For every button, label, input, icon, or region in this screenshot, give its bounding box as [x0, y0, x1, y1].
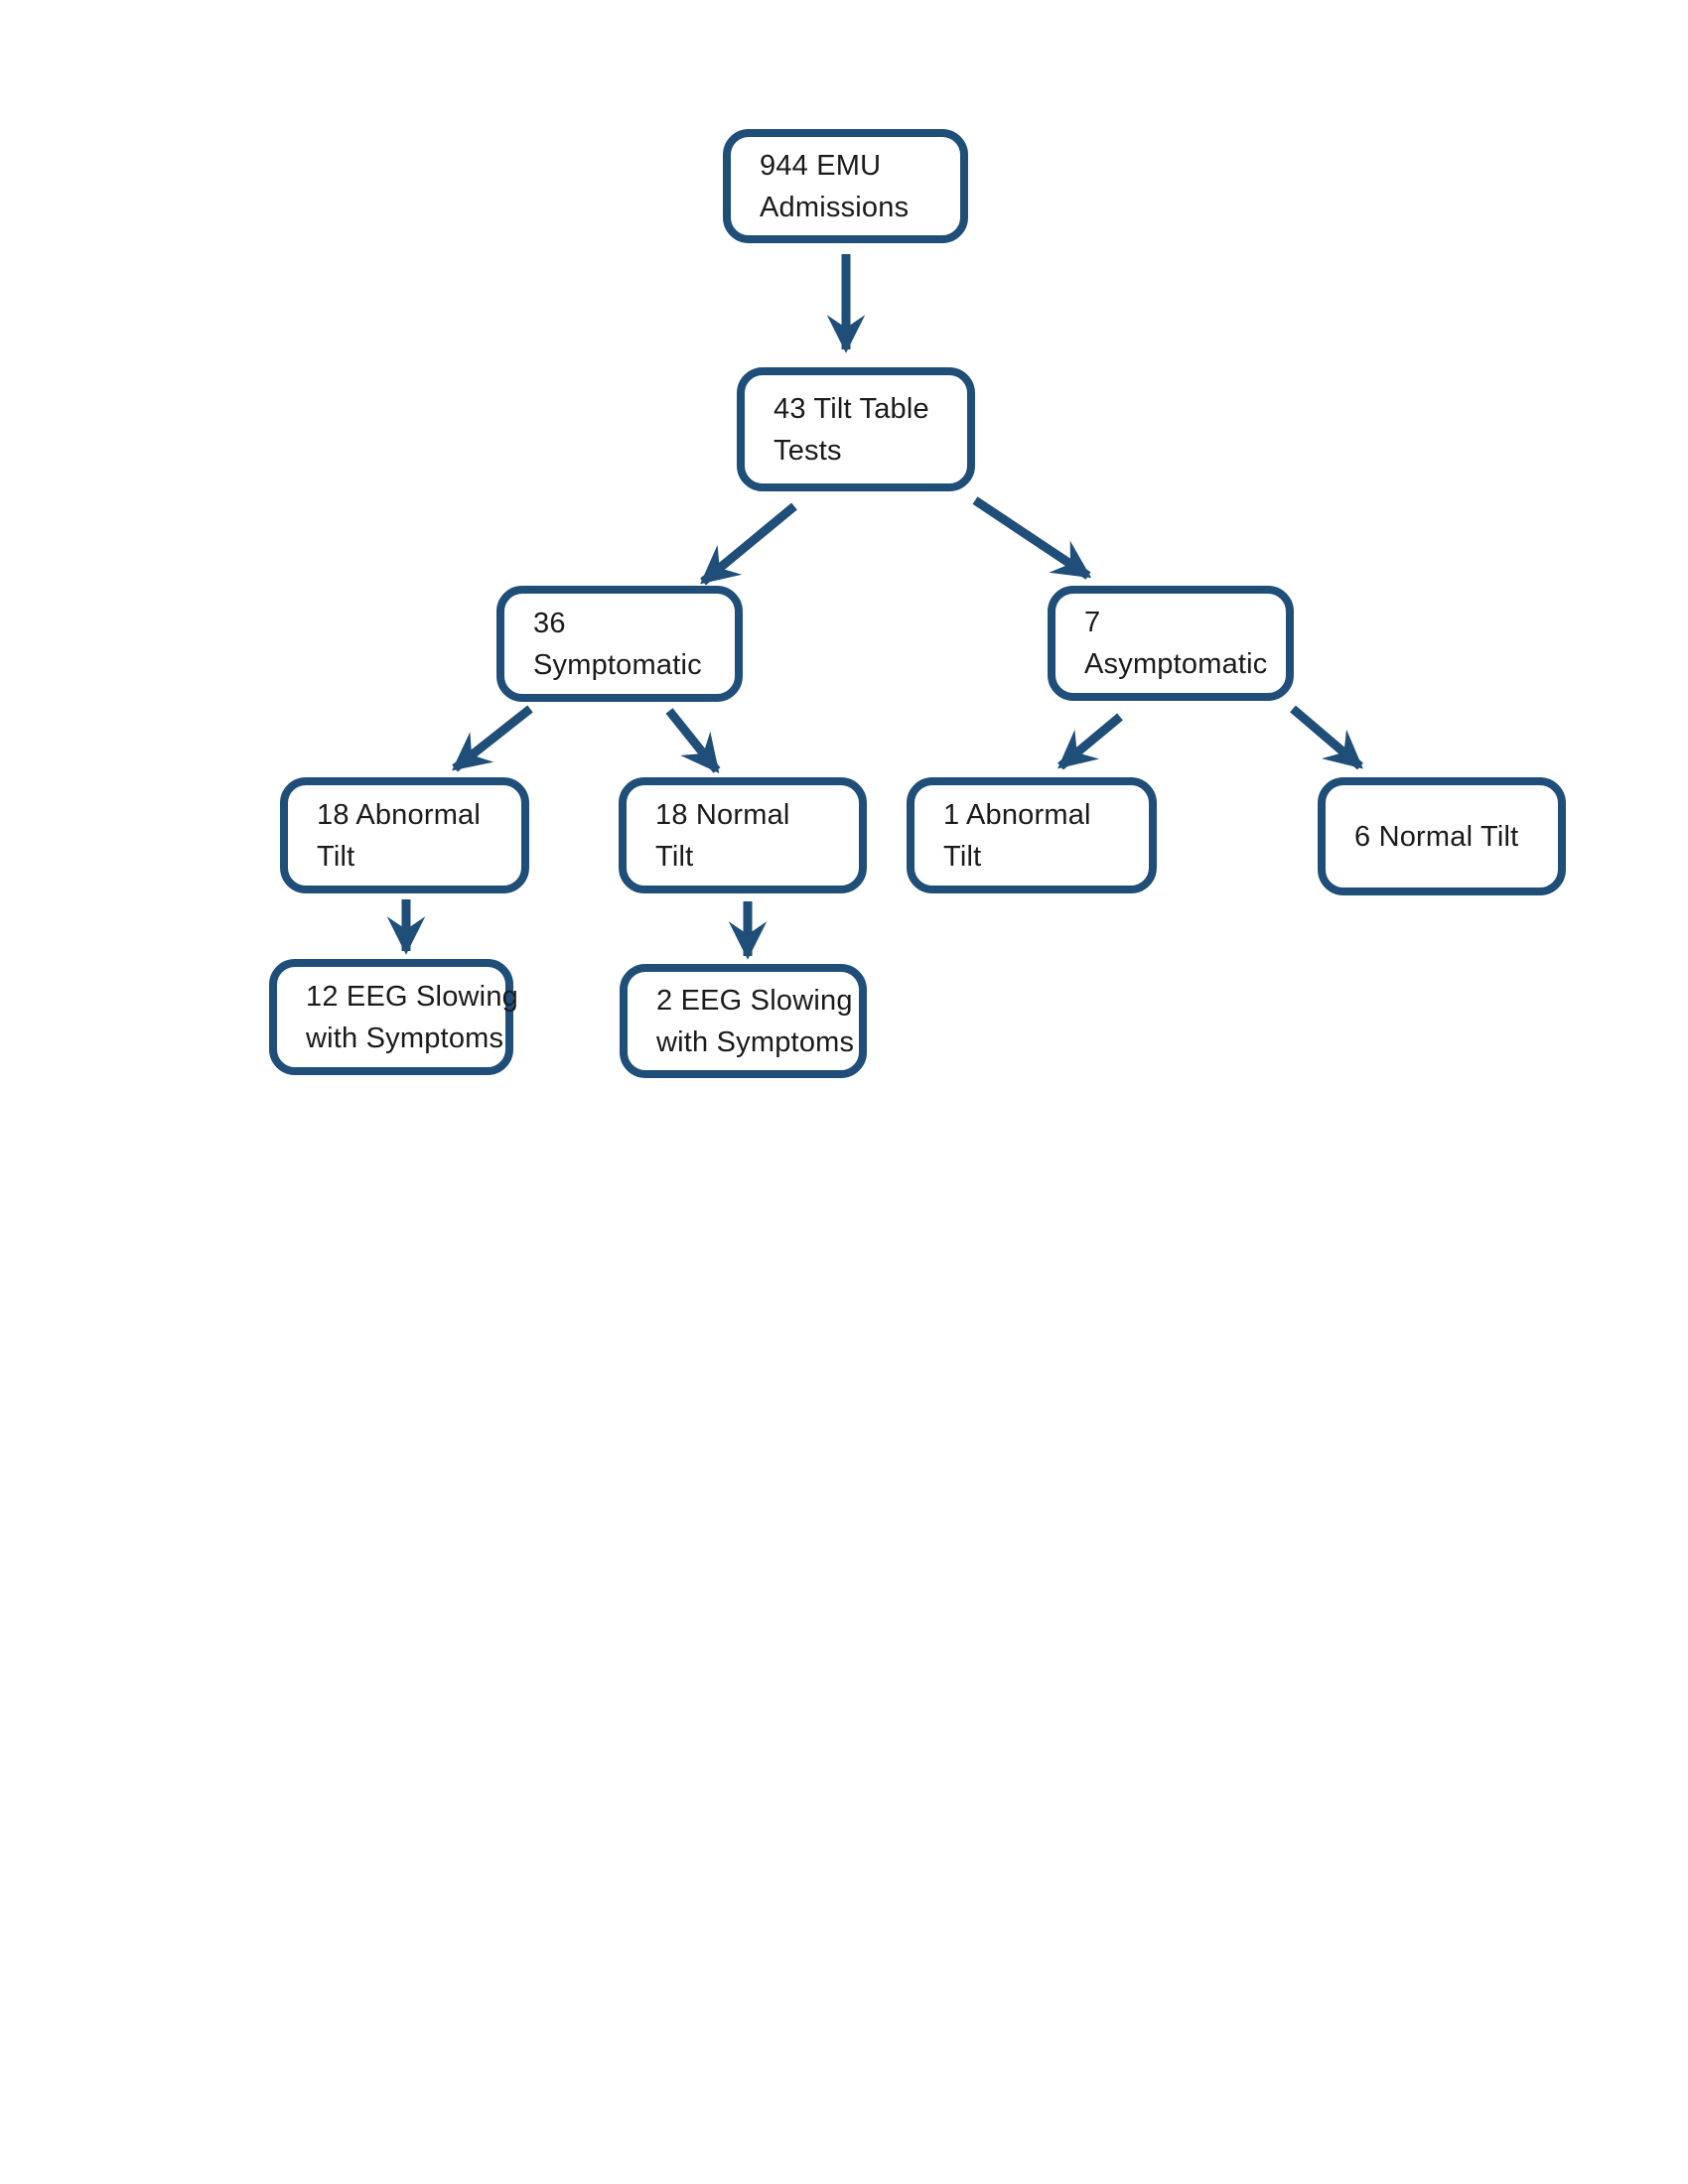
arrow-tilt-tests-to-symptomatic — [700, 502, 797, 586]
node-asymptomatic-normal-tilt-line1: 6 Normal Tilt — [1354, 820, 1519, 853]
node-emu-admissions-line2: Admissions — [760, 191, 910, 223]
node-tilt-table-tests-line2: Tests — [774, 434, 842, 467]
node-eeg-slowing-2-line1: 2 EEG Slowing — [656, 984, 853, 1017]
node-eeg-slowing-2: 2 EEG Slowing with Symptoms — [620, 964, 867, 1078]
node-symptomatic-abnormal-tilt: 18 Abnormal Tilt — [280, 777, 529, 893]
node-eeg-slowing-12-line1: 12 EEG Slowing — [306, 980, 518, 1013]
node-asymptomatic-abnormal-tilt: 1 Abnormal Tilt — [907, 777, 1157, 893]
node-symptomatic-line2: Symptomatic — [533, 648, 702, 681]
node-emu-admissions-line1: 944 EMU — [760, 149, 882, 182]
node-asymptomatic-normal-tilt: 6 Normal Tilt — [1318, 777, 1566, 895]
node-eeg-slowing-12: 12 EEG Slowing with Symptoms — [269, 959, 518, 1075]
node-symptomatic-abnormal-tilt-line1: 18 Abnormal — [317, 798, 482, 831]
node-symptomatic-normal-tilt: 18 Normal Tilt — [619, 777, 867, 893]
arrow-asymptomatic-to-normal-tilt — [1290, 705, 1363, 770]
node-tilt-table-tests-line1: 43 Tilt Table — [774, 392, 929, 425]
node-asymptomatic-line2: Asymptomatic — [1084, 648, 1268, 680]
node-eeg-slowing-12-line2: with Symptoms — [306, 1022, 504, 1054]
node-asymptomatic-abnormal-tilt-line1: 1 Abnormal — [943, 798, 1091, 831]
arrow-symptomatic-to-abnormal-tilt — [452, 705, 533, 772]
node-symptomatic-abnormal-tilt-line2: Tilt — [317, 840, 355, 873]
node-symptomatic-normal-tilt-line2: Tilt — [655, 840, 694, 873]
node-asymptomatic-abnormal-tilt-line2: Tilt — [943, 840, 982, 873]
node-asymptomatic-line1: 7 — [1084, 607, 1101, 638]
node-symptomatic: 36 Symptomatic — [496, 586, 743, 702]
node-eeg-slowing-2-line2: with Symptoms — [656, 1025, 855, 1058]
arrow-tilt-tests-to-asymptomatic — [972, 496, 1092, 580]
arrow-symptomatic-to-normal-tilt — [665, 708, 721, 773]
node-asymptomatic: 7 Asymptomatic — [1048, 586, 1294, 701]
node-symptomatic-line1: 36 — [533, 607, 566, 639]
node-symptomatic-normal-tilt-line1: 18 Normal — [655, 798, 790, 831]
node-emu-admissions: 944 EMU Admissions — [723, 129, 968, 243]
arrow-asymptomatic-to-abnormal-tilt — [1057, 713, 1123, 770]
node-tilt-table-tests: 43 Tilt Table Tests — [737, 367, 975, 491]
